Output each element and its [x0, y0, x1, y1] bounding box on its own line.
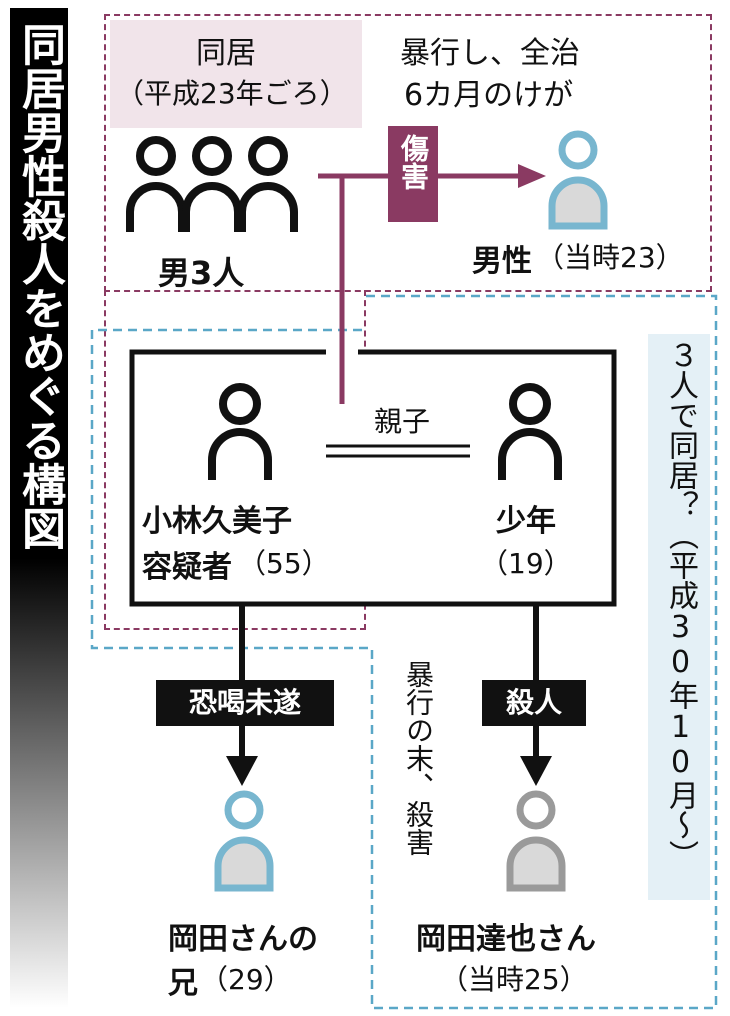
brother-age: （29）	[200, 963, 292, 996]
okada-icon	[506, 790, 566, 892]
suspect-age: （55）	[238, 547, 330, 580]
cohabit-label-background	[110, 20, 362, 128]
injury-arrow-head	[518, 164, 546, 188]
boy-icon	[498, 383, 562, 480]
relation-label: 親子	[370, 400, 435, 440]
cohabit-label: 同居	[196, 36, 256, 71]
suspect-icon	[208, 383, 272, 480]
injury-note-line1: 暴行し、全治	[400, 36, 580, 71]
brother-line1: 岡田さんの	[168, 922, 318, 957]
cohabit-2018-label-background	[648, 334, 710, 900]
victim-male-name: 男性	[472, 244, 532, 279]
victim-male-age: （当時23）	[536, 241, 684, 274]
title-bar: 同居男性殺人をめぐる構図	[10, 8, 68, 1008]
injury-label: 傷害	[388, 126, 438, 222]
boy-age: （19）	[480, 547, 572, 580]
cohabit-2011-region	[104, 14, 712, 292]
three-men-icon	[126, 136, 298, 232]
boy-name: 少年	[496, 504, 556, 539]
brother-icon	[214, 790, 274, 892]
three-men-label: 男3人	[158, 254, 245, 292]
assault-note: 暴行の末、殺害	[402, 660, 435, 856]
suspect-name: 小林久美子	[142, 504, 292, 539]
murder-label: 殺人	[482, 680, 586, 726]
extortion-arrow-head	[226, 756, 258, 786]
suspect-title: 容疑者	[142, 550, 232, 585]
cohabit-2018-note: ３人で同居？（平成30年10月～）	[663, 340, 698, 870]
victim-male-icon	[548, 130, 608, 230]
brother-name: 兄	[168, 966, 198, 1001]
diagram-title: 同居男性殺人をめぐる構図	[14, 22, 65, 550]
extortion-label: 恐喝未遂	[156, 680, 334, 726]
cohabit-period: （平成23年ごろ）	[116, 77, 348, 110]
cohabit-2018-region	[90, 294, 718, 1010]
injury-note-line2: 6カ月のけが	[404, 78, 574, 113]
murder-arrow-head	[520, 756, 552, 786]
okada-name: 岡田達也さん	[416, 922, 596, 957]
okada-age: （当時25）	[440, 963, 588, 996]
